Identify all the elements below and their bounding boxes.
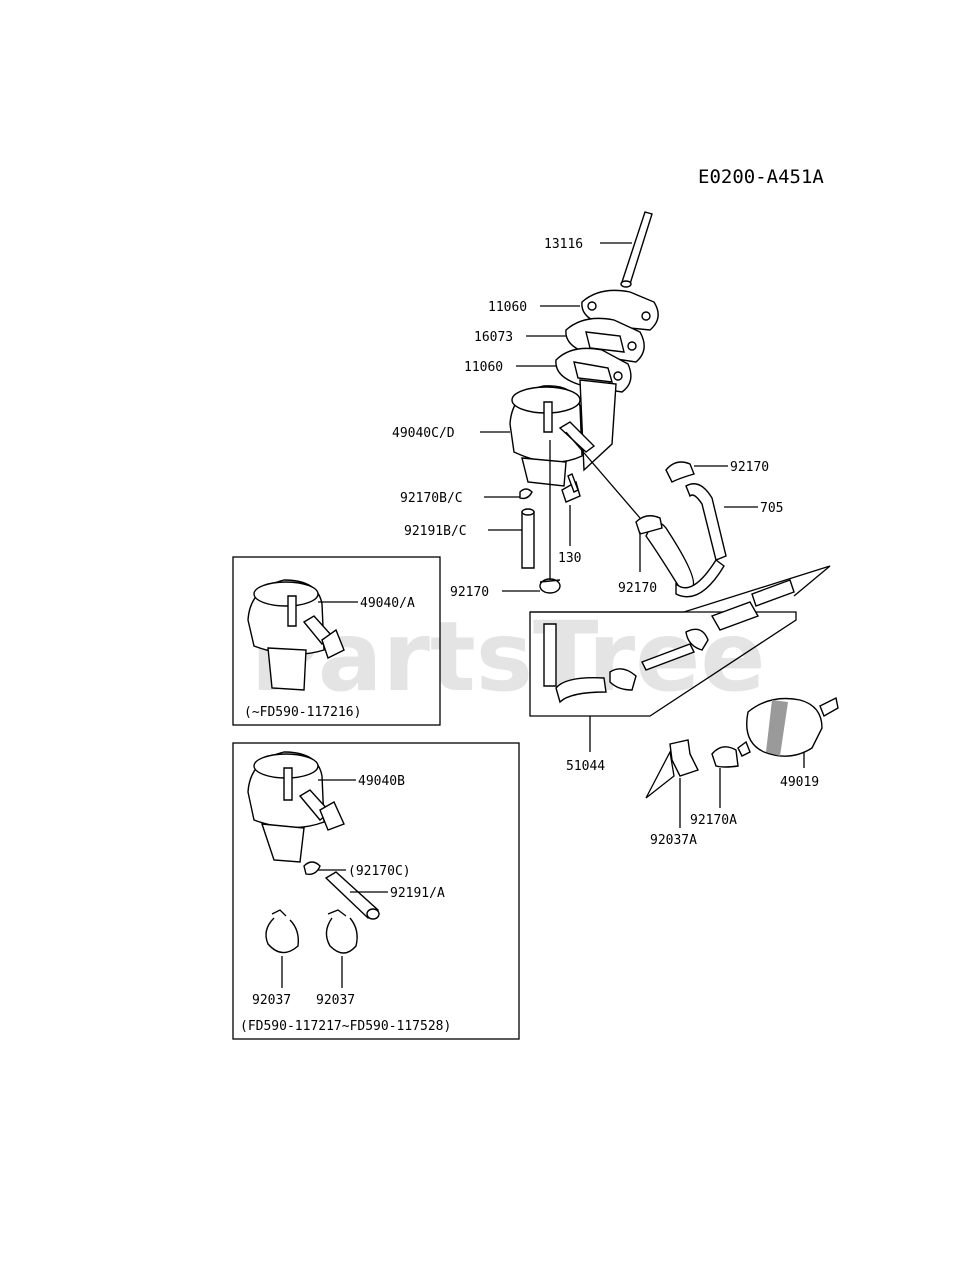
label-92170a: 92170A [690, 813, 737, 828]
inset-a-serial-range: (~FD590-117216) [244, 705, 361, 720]
label-49040b: 49040B [358, 774, 405, 789]
label-130: 130 [558, 551, 581, 566]
label-92170-hose-left: 92170 [618, 581, 657, 596]
label-92191bc: 92191B/C [404, 524, 467, 539]
bracket-92037a [669, 739, 699, 777]
band-92037-left [265, 909, 300, 954]
inset-b-serial-range: (FD590-117217~FD590-117528) [240, 1019, 451, 1034]
label-92037a: 92037A [650, 833, 697, 848]
label-16073: 16073 [474, 330, 513, 345]
label-11060-bottom: 11060 [464, 360, 503, 375]
label-11060-top: 11060 [488, 300, 527, 315]
label-705: 705 [760, 501, 783, 516]
hose-92191a [324, 871, 380, 920]
label-92170-clip: 92170 [450, 585, 489, 600]
clamp-92170-hose-left [635, 515, 663, 535]
label-49019: 49019 [780, 775, 819, 790]
clamp-92170bc [519, 488, 533, 500]
hose-92191bc [521, 508, 535, 569]
label-51044: 51044 [566, 759, 605, 774]
fuel-pump-49040b [247, 751, 345, 863]
clip-92170 [539, 578, 561, 594]
gasket-11060-bottom [555, 347, 632, 393]
label-92170-top-right: 92170 [730, 460, 769, 475]
label-92037-right: 92037 [316, 993, 355, 1008]
bolt-130 [561, 473, 581, 503]
label-92037-left: 92037 [252, 993, 291, 1008]
label-49040a: 49040/A [360, 596, 415, 611]
clamp-92170-top-right [665, 461, 695, 483]
clamp-92170c [303, 861, 321, 876]
inset-b-box [232, 742, 520, 1040]
diagram-code: E0200-A451A [698, 166, 824, 188]
label-49040cd: 49040C/D [392, 426, 455, 441]
inset-a-box [232, 556, 441, 726]
fuel-filter-49019 [737, 696, 839, 757]
fuel-pump-49040a [247, 579, 345, 691]
label-13116: 13116 [544, 237, 583, 252]
label-92170c: (92170C) [348, 864, 411, 879]
pin-13116 [620, 211, 653, 288]
label-92191a: 92191/A [390, 886, 445, 901]
band-92037-right [325, 909, 358, 954]
fuel-pump-49040cd [509, 379, 617, 487]
clamp-92170a [711, 746, 739, 768]
fuel-line-51044 [543, 579, 795, 704]
hose-705 [645, 483, 727, 598]
label-92170bc: 92170B/C [400, 491, 463, 506]
